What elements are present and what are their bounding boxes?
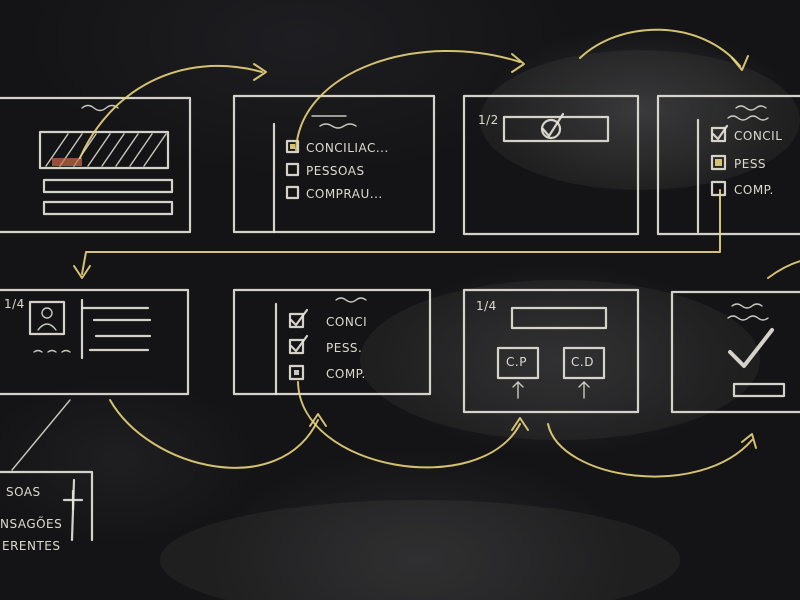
- cd-button: C.D: [562, 346, 606, 399]
- eraser-smudge: [360, 280, 760, 440]
- checkbox: [710, 126, 727, 143]
- checkmark-icon: [728, 328, 774, 368]
- arrow-head: [731, 55, 749, 71]
- checklist: CONCI PESS. COMP.: [288, 308, 367, 381]
- eraser-smudge: [160, 500, 680, 600]
- flow-arrows: [73, 28, 800, 478]
- flow-arrow: [297, 381, 521, 469]
- checklist-item-label: COMPRAU...: [306, 187, 383, 201]
- checklist-item: PESSOAS: [285, 162, 365, 178]
- checkbox: [288, 312, 305, 329]
- wireframe-frame-3: 1/2: [462, 94, 640, 236]
- arrow-head: [73, 265, 91, 279]
- avatar-placeholder: [28, 300, 66, 336]
- arrow-up-icon: [512, 381, 524, 399]
- checklist-item-label: CONCI: [326, 315, 367, 329]
- cp-button: C.P: [496, 346, 540, 399]
- checklist-item: COMPRAU...: [285, 185, 383, 201]
- wireframe-frame-7: 1/4 C.P C.D: [462, 288, 640, 414]
- sticky-note: SOAS NSAGÕES ERENTES: [0, 399, 94, 553]
- flow-arrow: [109, 399, 319, 469]
- checkbox: [288, 338, 305, 355]
- flow-arrow: [547, 423, 753, 478]
- arrow-head: [253, 63, 267, 81]
- arrow-head: [511, 417, 529, 431]
- checklist-item: CONCI: [288, 308, 367, 329]
- flow-arrow: [295, 49, 521, 151]
- checklist-item-label: CONCIL: [734, 129, 782, 143]
- checkbox: [710, 154, 727, 171]
- cd-button-label: C.D: [571, 355, 594, 369]
- flow-arrow: [579, 28, 741, 67]
- note-line: NSAGÕES: [0, 516, 62, 531]
- checklist: CONCIL PESS COMP.: [710, 124, 782, 197]
- checklist-item: COMP.: [288, 364, 366, 381]
- checkbox: [285, 162, 300, 177]
- checklist-item-label: COMP.: [326, 367, 366, 381]
- wireframe-frame-8: [670, 290, 800, 414]
- wireframe-frame-4: CONCIL PESS COMP.: [656, 94, 800, 236]
- arrow-head: [511, 53, 525, 73]
- wireframe-frame-1: [0, 96, 192, 234]
- flow-arrow: [767, 260, 800, 279]
- checkmark-icon: [289, 334, 309, 353]
- checkbox: [710, 180, 727, 197]
- arrow-up-icon: [578, 381, 590, 399]
- page-indicator: 1/2: [478, 113, 499, 127]
- checklist-item-label: COMP.: [734, 183, 774, 197]
- arrow-head: [741, 433, 757, 449]
- checklist-item-label: PESS.: [326, 341, 362, 355]
- wireframe-frame-2: CONCILIAC... PESSOAS COMPRAU...: [232, 94, 436, 234]
- checklist-item: CONCILIAC...: [285, 139, 389, 155]
- checkmark-icon: [289, 308, 309, 327]
- wireframe-frame-6: CONCI PESS. COMP.: [232, 288, 432, 396]
- checkmark-icon: [541, 112, 565, 138]
- checkbox: [285, 139, 300, 154]
- page-indicator: 1/4: [476, 299, 497, 313]
- checklist-item: PESS: [710, 154, 766, 171]
- checklist: CONCILIAC... PESSOAS COMPRAU...: [285, 139, 389, 201]
- page-indicator: 1/4: [4, 297, 25, 311]
- checkbox: [285, 185, 300, 200]
- checkmark-icon: [711, 124, 729, 141]
- flow-arrow: [79, 64, 263, 159]
- checklist-item-label: CONCILIAC...: [306, 141, 389, 155]
- checkbox: [288, 364, 305, 381]
- checklist-item: COMP.: [710, 180, 774, 197]
- checklist-item: PESS.: [288, 334, 362, 355]
- checklist-item: CONCIL: [710, 124, 782, 143]
- wireframe-frame-5: 1/4: [0, 288, 190, 396]
- checklist-item-label: PESS: [734, 157, 766, 171]
- note-line: SOAS: [6, 485, 41, 499]
- flow-arrow: [81, 189, 721, 275]
- checklist-item-label: PESSOAS: [306, 164, 365, 178]
- note-line: ERENTES: [2, 539, 61, 553]
- cp-button-label: C.P: [506, 355, 527, 369]
